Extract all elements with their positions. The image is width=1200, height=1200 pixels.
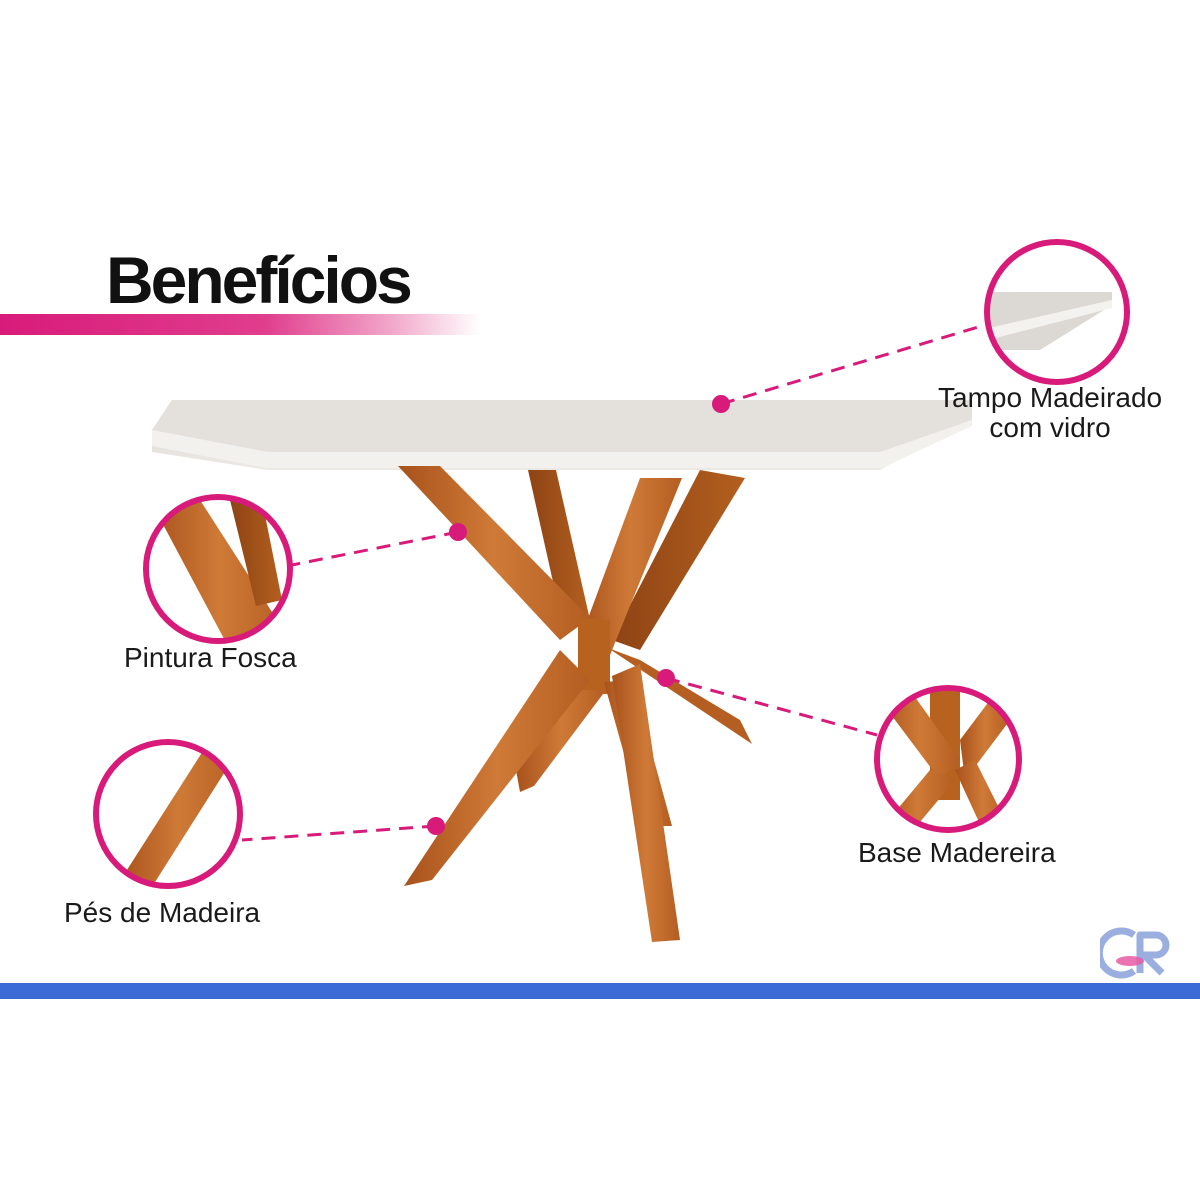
- callout-pes-label: Pés de Madeira: [64, 898, 260, 928]
- page-title: Benefícios: [106, 243, 413, 317]
- callout-connectors: [241, 323, 986, 842]
- callout-anchor-dots: [427, 395, 730, 835]
- callout-pintura-line-1: Pintura Fosca: [124, 642, 297, 673]
- callout-tampo-line-1: Tampo Madeirado: [938, 382, 1163, 413]
- callout-tampo-line-2: com vidro: [989, 412, 1111, 443]
- wooden-leg-detail-icon: [93, 739, 243, 889]
- table-base: [398, 466, 752, 942]
- title-underline-bar: [0, 314, 480, 335]
- callout-pes-line-1: Pés de Madeira: [64, 897, 261, 928]
- matte-finish-detail-icon: [143, 494, 293, 644]
- callout-base-label: Base Madereira: [858, 838, 1056, 868]
- table-illustration: [93, 239, 1130, 942]
- wooden-base-detail-icon: [874, 685, 1022, 833]
- cr-logo-icon: [1100, 927, 1170, 979]
- callout-tampo-label: Tampo Madeirado com vidro: [938, 383, 1162, 443]
- tabletop-detail-icon: [984, 239, 1130, 385]
- footer-bar: [0, 983, 1200, 999]
- callout-base-line-1: Base Madereira: [858, 837, 1056, 868]
- table-back-legs: [528, 470, 745, 650]
- callout-pintura-label: Pintura Fosca: [124, 643, 297, 673]
- tabletop: [152, 400, 972, 470]
